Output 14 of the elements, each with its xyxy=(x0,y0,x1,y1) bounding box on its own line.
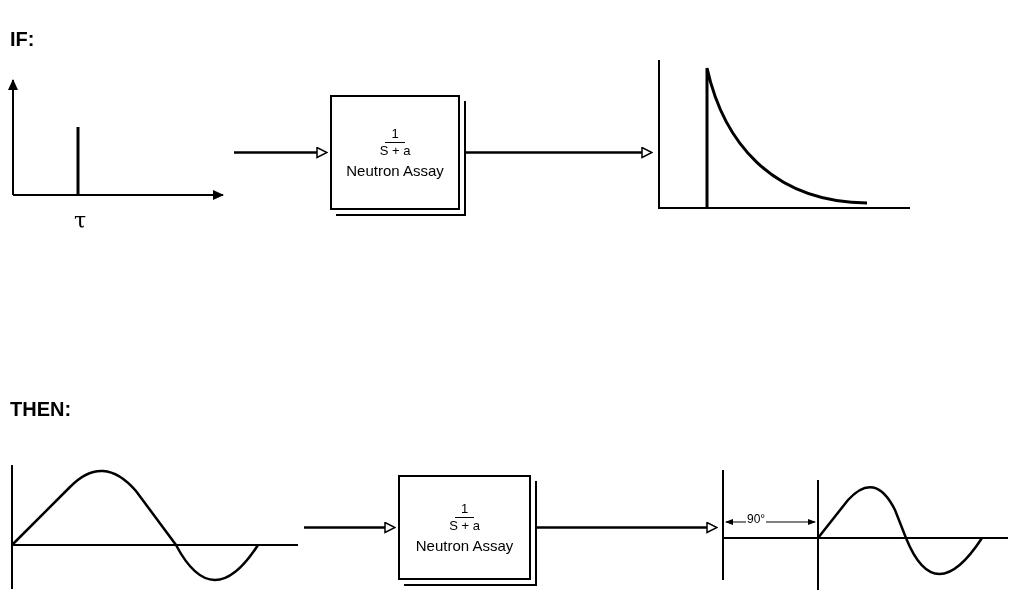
arrow xyxy=(304,521,396,534)
arrow xyxy=(535,521,718,534)
numerator: 1 xyxy=(385,126,405,143)
box-label: Neutron Assay xyxy=(415,537,514,554)
arrow xyxy=(464,146,653,159)
denominator: S + a xyxy=(379,143,411,158)
denominator: S + a xyxy=(449,518,480,533)
dimension-label: 90° xyxy=(746,512,767,526)
axis-label: τ xyxy=(74,208,87,233)
section-heading: IF: xyxy=(10,28,35,51)
section-heading: THEN: xyxy=(10,398,72,421)
arrow xyxy=(234,146,328,159)
box-label: Neutron Assay xyxy=(346,162,444,179)
numerator: 1 xyxy=(454,501,475,518)
